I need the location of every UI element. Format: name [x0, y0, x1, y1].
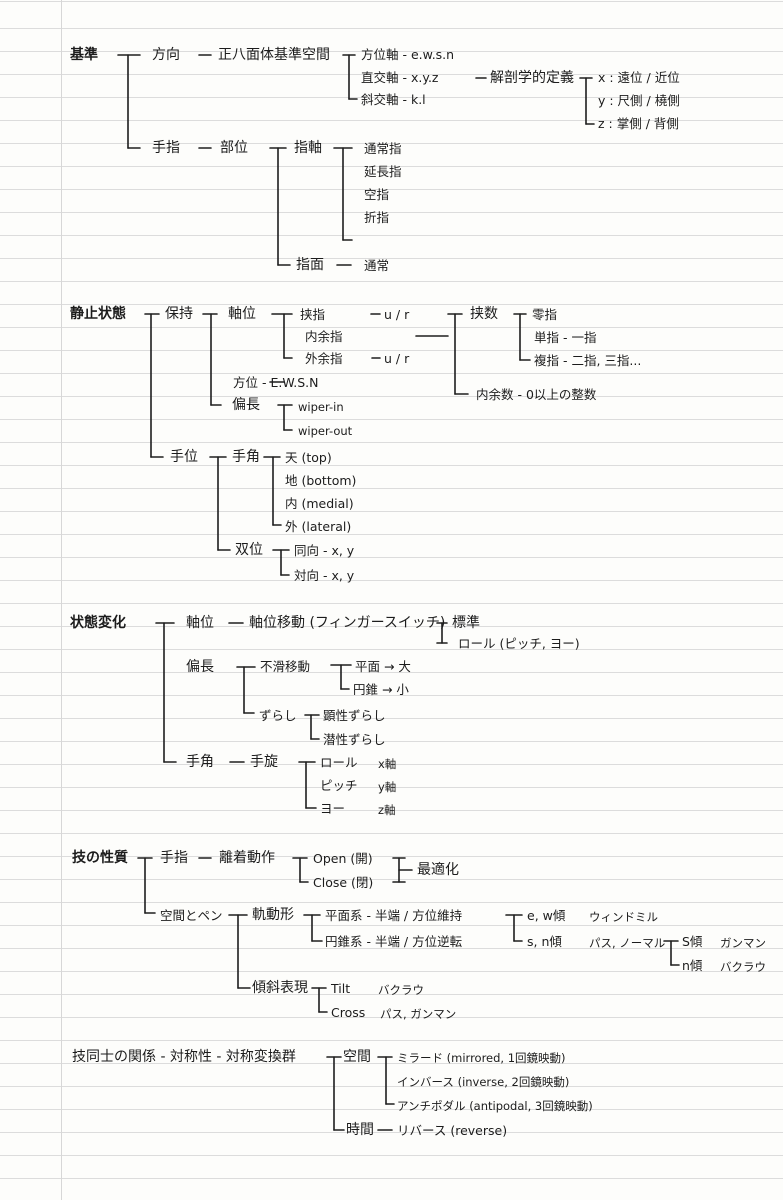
sec4-tilt-expression: 傾斜表現 [252, 980, 308, 996]
sec5-mirrored: ミラード (mirrored, 1回鏡映動) [397, 1051, 566, 1065]
sec2-hold-label: 保持 [165, 306, 193, 322]
sec1-finger-label: 手指 [152, 140, 180, 156]
sec2-grip-ur: u / r [384, 307, 410, 322]
sec1-finger-face-label: 指面 [296, 257, 324, 273]
sec3-root-label: 状態変化 [70, 615, 126, 631]
sec4-ew-tilt: e, w傾 [527, 908, 566, 923]
sec4-tilt: Tilt [331, 981, 351, 996]
sec2-hand-angle-label: 手角 [232, 449, 260, 465]
sec3-bias-label: 偏長 [186, 659, 214, 675]
sec3-roll-axis: x軸 [378, 757, 397, 771]
sec4-detach-action: 離着動作 [219, 850, 275, 866]
sec2-twin-position-label: 双位 [235, 542, 263, 558]
sec5-root-label: 技同士の関係 - 対称性 - 対称変換群 [72, 1049, 296, 1065]
sec1-octahedron-label: 正八面体基準空間 [218, 47, 330, 63]
sec2-bias-label: 偏長 [232, 397, 260, 413]
sec2-outer-finger: 外余指 [305, 351, 343, 366]
sec1-finger-axis-label: 指軸 [294, 140, 322, 156]
sec4-cross: Cross [331, 1005, 366, 1020]
sec2-axis-position-label: 軸位 [228, 306, 256, 322]
sec1-azimuth-axis: 方位軸 - e.w.s.n [361, 47, 455, 62]
sec4-flat-system: 平面系 - 半端 / 方位維持 [325, 908, 463, 923]
sec3-overt-shift: 顕性ずらし [323, 708, 386, 723]
sec2-multi-finger: 複指 - 二指, 三指... [534, 353, 642, 368]
sec4-cross-example: パス, ガンマン [380, 1007, 457, 1021]
sec4-close: Close (閉) [313, 875, 374, 890]
sec2-wiper-in: wiper-in [298, 400, 344, 414]
sec4-cone-system: 円錐系 - 半端 / 方位逆転 [325, 934, 463, 949]
sec4-root-label: 技の性質 [72, 850, 128, 866]
sec1-anatomical-definition: 解剖学的定義 [490, 70, 574, 86]
sec2-wiper-out: wiper-out [298, 424, 353, 438]
sec2-single-finger: 単指 - 一指 [534, 330, 597, 345]
sec2-direction-ewsn: 方位 - E.W.S.N [233, 375, 319, 390]
sec1-normal-finger: 通常指 [364, 141, 402, 156]
sec2-hold-count-label: 挟数 [470, 306, 498, 322]
sec2-inner-count: 内余数 - 0以上の整数 [476, 387, 597, 402]
sec4-gunman: ガンマン [720, 936, 766, 950]
sec4-pass-normal: パス, ノーマル [589, 936, 666, 950]
sec4-tilt-example: バクラウ [378, 983, 424, 997]
sec4-open: Open (開) [313, 851, 373, 866]
sec2-bottom: 地 (bottom) [285, 473, 357, 488]
sec3-hand-rotation: 手旋 [250, 754, 278, 770]
sec1-extended-finger: 延長指 [364, 164, 402, 179]
sec3-axis-position-label: 軸位 [186, 615, 214, 631]
sec3-pitch: ピッチ [320, 778, 358, 793]
sec1-axis-z: z : 掌側 / 背側 [598, 116, 679, 131]
sec5-inverse: インバース (inverse, 2回鏡映動) [397, 1075, 570, 1089]
sec5-space-label: 空間 [343, 1049, 371, 1065]
sec4-space-and-pen: 空間とペン [160, 908, 223, 923]
sec2-grip-finger: 挟指 [300, 307, 326, 322]
sec3-flat-to-big: 平面 → 大 [355, 659, 411, 674]
sec4-bakurau: バクラウ [720, 960, 766, 974]
sec3-pitch-axis: y軸 [378, 780, 397, 794]
sec2-zero-finger: 零指 [532, 307, 558, 322]
sec2-medial: 内 (medial) [285, 496, 354, 511]
sec4-s-tilt: S傾 [682, 934, 703, 949]
sec1-direction-label: 方向 [152, 47, 180, 63]
sec3-yaw: ヨー [320, 801, 346, 816]
sec5-time-label: 時間 [346, 1122, 374, 1138]
sec3-latent-shift: 潜性ずらし [323, 732, 386, 747]
sec4-optimize: 最適化 [417, 862, 459, 878]
sec4-sn-tilt: s, n傾 [527, 934, 562, 949]
sec2-inner-finger: 内余指 [305, 329, 343, 344]
sec5-reverse: リバース (reverse) [397, 1123, 508, 1138]
sec2-lateral: 外 (lateral) [285, 519, 352, 534]
sec3-nonslip-move: 不滑移動 [260, 659, 311, 674]
sec1-perpendicular-axis: 直交軸 - x.y.z [361, 70, 439, 85]
sec1-axis-x: x : 遠位 / 近位 [598, 70, 680, 85]
sec4-finger-label: 手指 [160, 850, 188, 866]
sec3-hand-angle-label: 手角 [186, 754, 214, 770]
sec5-antipodal: アンチポダル (antipodal, 3回鏡映動) [397, 1099, 593, 1113]
sec2-opposite-direction: 対向 - x, y [294, 568, 355, 583]
sec4-n-tilt: n傾 [682, 958, 703, 973]
sec1-root-label: 基準 [70, 47, 98, 63]
sec3-cone-to-small: 円錐 → 小 [353, 682, 409, 697]
sec4-windmill: ウィンドミル [589, 910, 658, 924]
sec2-same-direction: 同向 - x, y [294, 543, 355, 558]
sec3-standard: 標準 [452, 615, 480, 631]
sec2-hand-position-label: 手位 [170, 449, 198, 465]
sec3-axis-move: 軸位移動 (フィンガースイッチ) [249, 615, 446, 631]
sec4-trajectory-label: 軌動形 [252, 907, 294, 923]
sec1-part-label: 部位 [220, 140, 248, 156]
sec3-shift: ずらし [259, 708, 297, 723]
sec1-empty-finger: 空指 [364, 187, 390, 202]
sec1-folded-finger: 折指 [364, 210, 390, 225]
sec2-root-label: 静止状態 [70, 306, 126, 322]
sec2-outer-ur: u / r [384, 351, 410, 366]
sec1-axis-y: y : 尺側 / 橈側 [598, 93, 680, 108]
sec2-top: 天 (top) [285, 450, 332, 465]
sec1-oblique-axis: 斜交軸 - k.l [361, 92, 426, 107]
sec3-roll-sub: ロール (ピッチ, ヨー) [458, 636, 580, 651]
sec3-yaw-axis: z軸 [378, 803, 396, 817]
sec3-roll: ロール [320, 755, 358, 770]
margin-line [61, 0, 62, 1200]
sec1-normal-face: 通常 [364, 258, 390, 273]
